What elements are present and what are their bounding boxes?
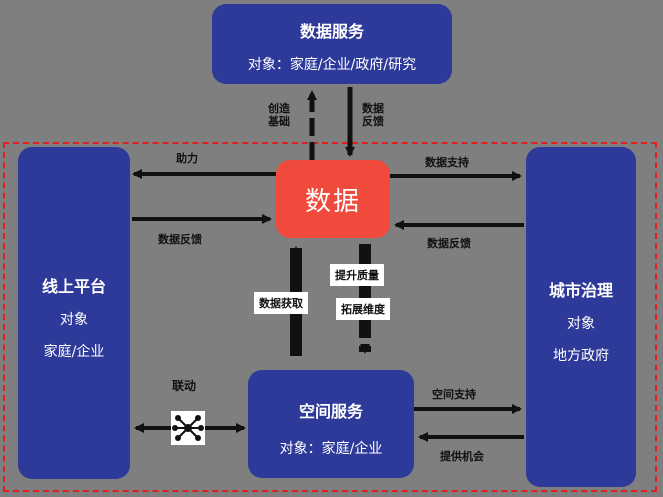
online-platform-line2: 家庭/企业 [43,344,105,360]
label-data-support: 数据支持 [425,156,469,169]
label-expand-dimension: 拓展维度 [336,298,390,320]
online-platform-line1: 对象 [60,312,88,328]
label-improve-quality: 提升质量 [330,264,384,286]
label-data-feedback-right: 数据反馈 [427,237,471,250]
label-provide-opportunity: 提供机会 [440,450,484,463]
dashed-boundary [3,142,657,492]
online-platform-box: 线上平台 对象 家庭/企业 [18,147,130,479]
label-data-feedback-left: 数据反馈 [158,233,202,246]
label-data-feedback-top-1: 数据 [362,102,384,115]
data-service-title: 数据服务 [299,22,364,41]
data-service-box: 数据服务 对象：家庭/企业/政府/研究 [212,4,452,84]
city-governance-line2: 地方政府 [553,348,609,364]
city-governance-box: 城市治理 对象 地方政府 [526,147,636,487]
label-data-acquire: 数据获取 [254,292,308,314]
network-icon [171,411,205,445]
label-assist: 助力 [176,152,198,165]
space-service-box: 空间服务 对象：家庭/企业 [248,370,414,478]
space-service-title: 空间服务 [298,402,363,421]
data-service-subtitle: 对象：家庭/企业/政府/研究 [247,57,417,73]
label-space-support: 空间支持 [432,388,476,401]
data-core: 数据 [276,160,390,238]
label-create-basis-2: 基础 [268,115,290,128]
label-linkage: 联动 [172,379,197,393]
label-create-basis-1: 创造 [268,102,290,115]
label-data-feedback-top: 数据 反馈 [362,102,384,128]
online-platform-title: 线上平台 [41,277,106,296]
label-create-basis: 创造 基础 [268,102,290,128]
city-governance-title: 城市治理 [548,281,613,300]
city-governance-line1: 对象 [567,316,595,332]
label-data-feedback-top-2: 反馈 [362,115,384,128]
space-service-subtitle: 对象：家庭/企业 [279,441,383,457]
